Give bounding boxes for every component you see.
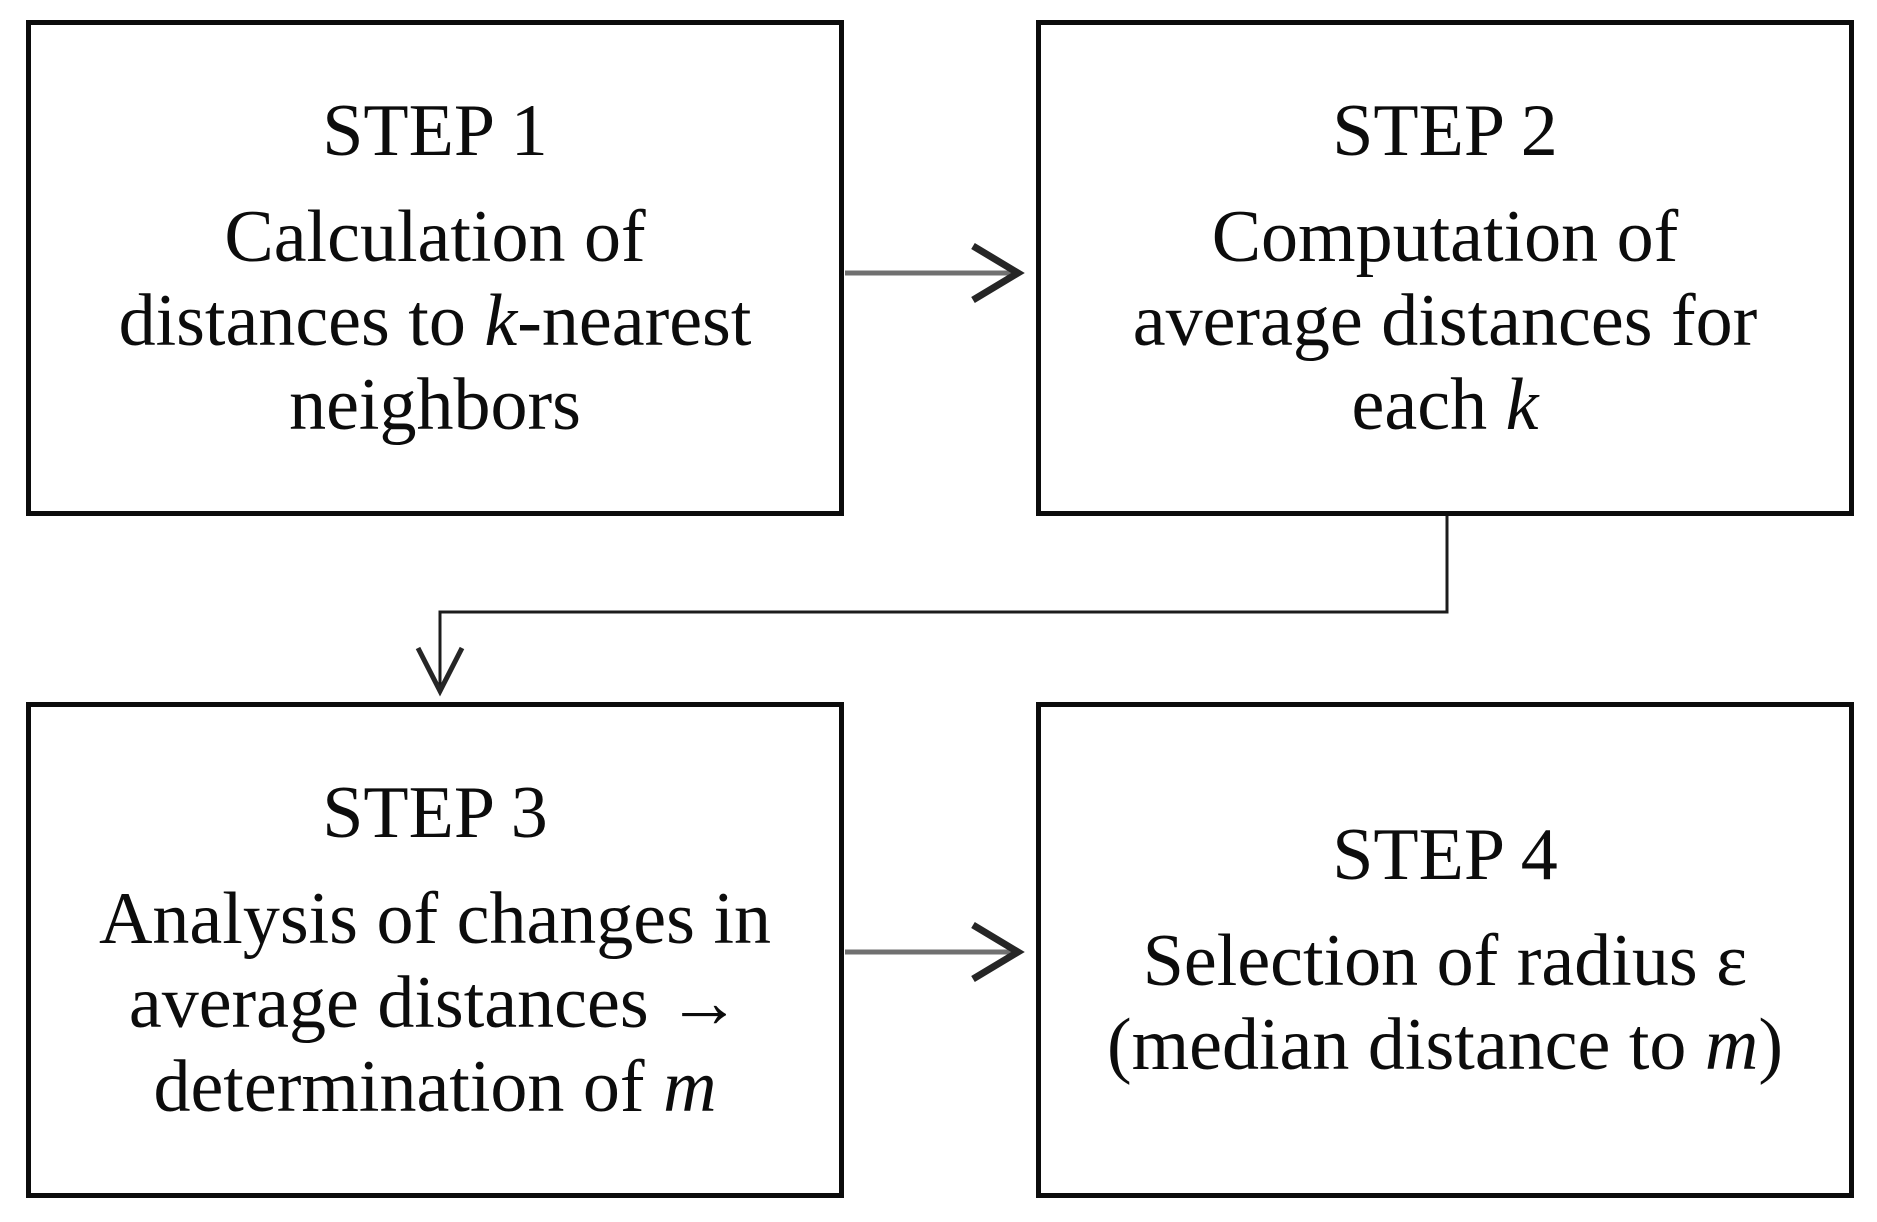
text-segment: Analysis of changes in [98,878,772,960]
step-body-line: each k [1133,363,1758,447]
math-variable: k [484,280,518,362]
arrow-head-icon [415,646,465,697]
math-variable: m [1704,1004,1759,1086]
step-body-line: Selection of radius ε [1107,919,1783,1003]
text-segment: neighbors [289,364,581,446]
text-segment: Selection of radius ε [1142,920,1748,1002]
text-segment: determination of [153,1046,664,1128]
text-segment: Calculation of [224,196,646,278]
math-variable: k [1505,364,1539,446]
text-segment: average distances for [1132,280,1758,362]
step-1-title: STEP 1 [322,90,548,172]
arrow-step3-to-step4 [845,921,1025,983]
step-body-line: distances to k-nearest [119,279,752,363]
step-4-title: STEP 4 [1332,814,1558,896]
step-body-line: average distances → [99,961,771,1045]
text-segment: -nearest [517,280,752,362]
text-segment: Computation of [1211,196,1679,278]
math-variable: m [663,1046,717,1128]
step-body-line: determination of m [99,1045,771,1129]
step-body-line: neighbors [119,363,752,447]
text-segment: average distances → [128,962,742,1044]
arrow-step1-to-step2 [845,242,1025,304]
step-body-line: Computation of [1133,195,1758,279]
step-3-title: STEP 3 [322,772,548,854]
step-body-line: average distances for [1133,279,1758,363]
text-segment: distances to [118,280,485,362]
step-4-box: STEP 4 Selection of radius ε(median dist… [1036,702,1854,1198]
text-segment: each [1351,364,1506,446]
text-segment: ) [1758,1004,1784,1086]
connector-step2-to-step3 [415,516,1449,697]
text-segment: (median distance to [1106,1004,1705,1086]
step-4-body: Selection of radius ε(median distance to… [1107,919,1783,1087]
step-body-line: Calculation of [119,195,752,279]
step-body-line: (median distance to m) [1107,1003,1783,1087]
arrow-head-icon [971,921,1025,983]
connector-elbow-line [438,516,1449,688]
arrow-head-icon [971,242,1025,304]
step-body-line: Analysis of changes in [99,877,771,961]
step-2-title: STEP 2 [1332,90,1558,172]
